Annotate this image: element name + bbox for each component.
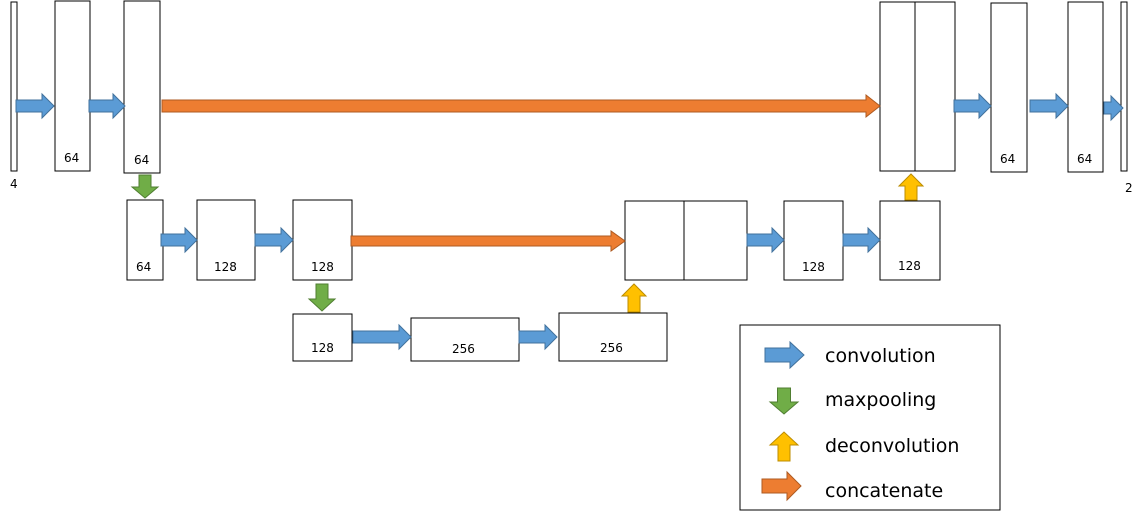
concatenate-arrow: [161, 93, 881, 119]
dec1-conv1-label: 64: [1000, 152, 1015, 166]
enc2-conv2-label: 128: [214, 260, 237, 274]
deconvolution-arrow: [897, 173, 925, 201]
legend-convolution-label: convolution: [825, 345, 936, 367]
enc1-conv2-box: [123, 0, 161, 174]
enc2-conv2-box: [196, 199, 256, 281]
dec2-concat-box-right: [683, 200, 748, 281]
dec1-conv1-box: [990, 2, 1028, 173]
convolution-arrow: [254, 226, 294, 254]
dec2-conv2-label: 128: [898, 259, 921, 273]
bot-conv3-label: 256: [600, 341, 623, 355]
convolution-arrow: [352, 323, 412, 351]
legend-icons: [761, 340, 805, 502]
dec1-conv2-box: [1067, 1, 1104, 173]
legend-concatenate-icon: [761, 470, 802, 502]
legend-deconvolution-icon: [768, 431, 800, 462]
input-layer-box: [10, 1, 18, 172]
dec1-concat-box-left: [879, 1, 916, 172]
convolution-arrow: [746, 226, 785, 254]
output-layer-box: [1120, 1, 1128, 172]
legend-convolution-icon: [764, 340, 805, 370]
output-layer-label: 2: [1125, 181, 1133, 195]
enc2-conv3-label: 128: [311, 260, 334, 274]
legend-maxpooling-icon: [768, 387, 800, 415]
convolution-arrow: [953, 92, 992, 120]
enc1-conv1-label: 64: [64, 151, 79, 165]
input-layer-label: 4: [10, 177, 18, 191]
bot-conv1-box: [292, 313, 353, 362]
maxpooling-arrow: [307, 283, 337, 312]
legend-maxpooling-label: maxpooling: [825, 389, 936, 411]
dec1-conv2-label: 64: [1077, 152, 1092, 166]
concatenate-arrow: [350, 230, 626, 252]
arrows-group: [15, 92, 1124, 351]
enc2-conv3-box: [292, 199, 353, 281]
dec2-conv1-box: [783, 200, 844, 281]
enc1-conv2-label: 64: [134, 153, 149, 167]
bot-conv2-box: [410, 317, 520, 362]
legend-concatenate-label: concatenate: [825, 480, 943, 502]
enc1-conv1-box: [54, 0, 91, 172]
dec2-conv1-label: 128: [802, 260, 825, 274]
enc2-conv1-box: [126, 199, 164, 281]
deconvolution-arrow: [620, 283, 648, 313]
bot-conv2-label: 256: [452, 342, 475, 356]
convolution-arrow: [518, 323, 558, 351]
convolution-arrow: [1029, 92, 1069, 120]
convolution-arrow: [88, 92, 126, 120]
bot-conv1-label: 128: [311, 341, 334, 355]
dec2-concat-box-left: [624, 200, 685, 281]
bot-conv3-box: [558, 312, 668, 362]
convolution-arrow: [160, 226, 198, 254]
maxpooling-arrow: [130, 174, 160, 199]
enc2-conv1-label: 64: [136, 260, 151, 274]
convolution-arrow: [1103, 94, 1124, 122]
convolution-arrow: [15, 92, 55, 120]
legend-deconvolution-label: deconvolution: [825, 435, 959, 457]
convolution-arrow: [842, 226, 881, 254]
dec1-concat-box-right: [914, 1, 956, 172]
